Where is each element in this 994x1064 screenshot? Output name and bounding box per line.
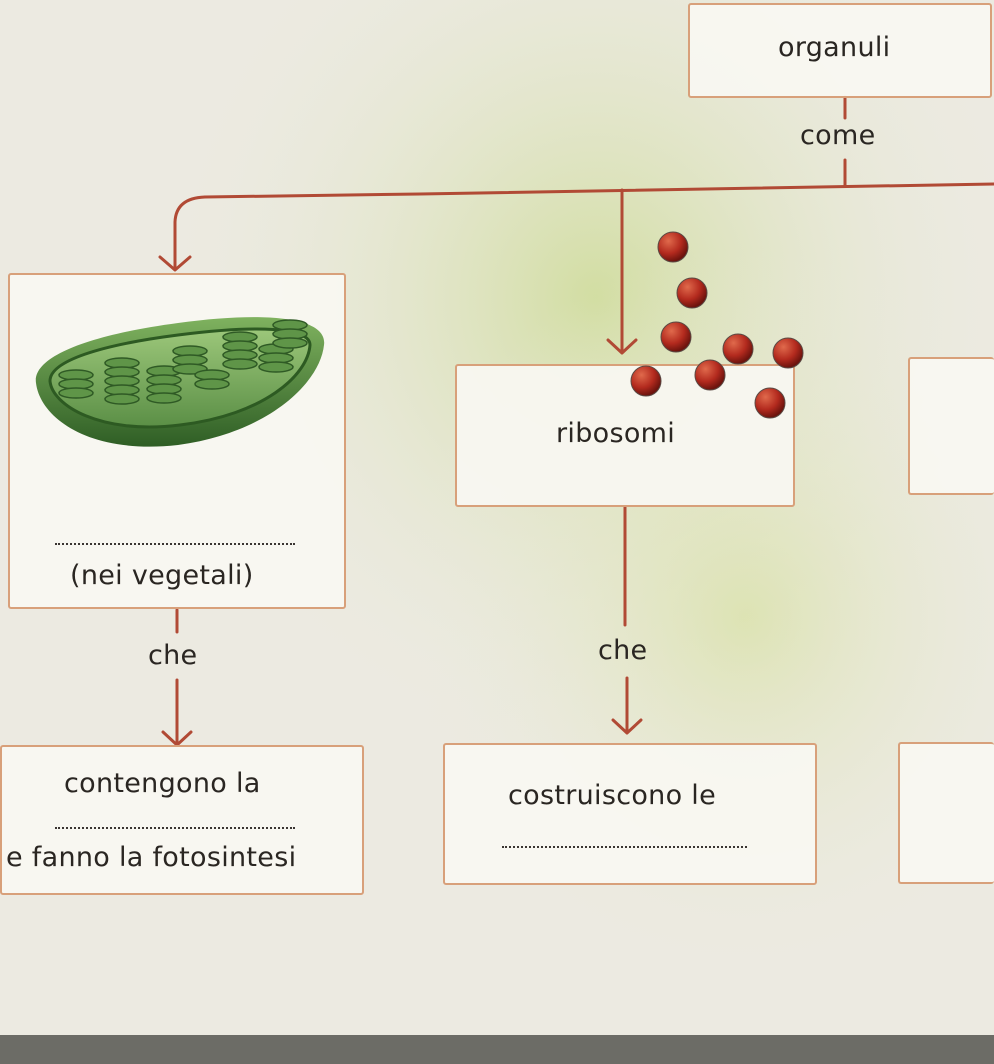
function-left-line2: e fanno la fotosintesi xyxy=(6,842,297,873)
che-label-left: che xyxy=(148,640,198,671)
chloroplast-name-blank[interactable] xyxy=(55,543,295,545)
bus-to-chloroplast-line xyxy=(173,195,207,270)
chloroplast-note: (nei vegetali) xyxy=(70,560,254,591)
ribosomi-box xyxy=(455,364,795,507)
arrowhead-function-middle xyxy=(611,718,643,735)
ribosome-particles xyxy=(630,231,804,419)
organuli-label: organuli xyxy=(778,32,891,63)
ribosomi-label: ribosomi xyxy=(556,418,676,449)
organuli-box xyxy=(688,3,992,98)
horizontal-bus-line xyxy=(203,182,994,199)
function-box-left xyxy=(0,745,364,895)
function-middle-line1: costruiscono le xyxy=(508,780,716,811)
function-left-blank[interactable] xyxy=(55,827,295,829)
function-box-middle xyxy=(443,743,817,885)
function-left-line1: contengono la xyxy=(64,768,261,799)
come-label: come xyxy=(800,120,876,151)
chloroplast-illustration xyxy=(35,317,325,447)
arrowhead-chloroplast xyxy=(158,255,192,272)
che-label-middle: che xyxy=(598,635,648,666)
organelle-box-right xyxy=(908,357,994,495)
function-box-right xyxy=(898,742,994,884)
function-middle-blank[interactable] xyxy=(502,846,747,848)
arrowhead-ribosomi xyxy=(606,338,638,355)
